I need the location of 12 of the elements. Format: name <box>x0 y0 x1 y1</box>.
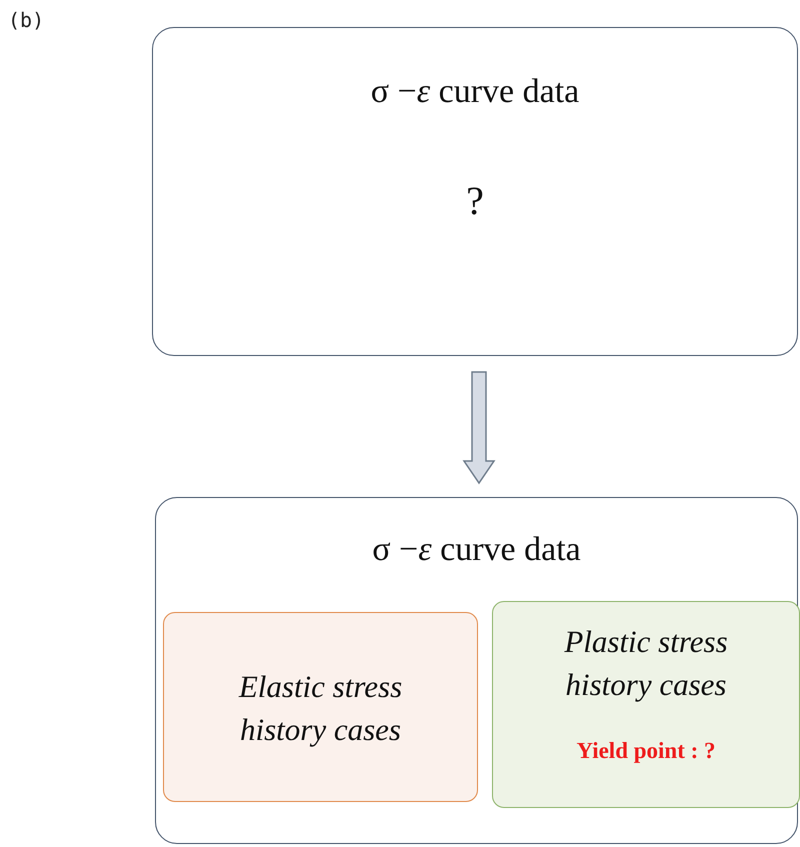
block-arrow <box>462 371 496 484</box>
box-heading: Plastic stress history cases <box>563 623 729 704</box>
category-box <box>163 612 478 802</box>
container-box <box>152 27 798 356</box>
panel-label: (b) <box>8 8 44 32</box>
container-box <box>155 497 798 844</box>
box-note: ? <box>465 177 485 225</box>
box-heading: σ −ε curve data <box>370 72 580 112</box>
box-heading: σ −ε curve data <box>371 530 582 570</box>
box-note: Yield point : ? <box>575 737 717 765</box>
box-heading: Elastic stress history cases <box>238 668 404 750</box>
category-box <box>492 601 800 808</box>
